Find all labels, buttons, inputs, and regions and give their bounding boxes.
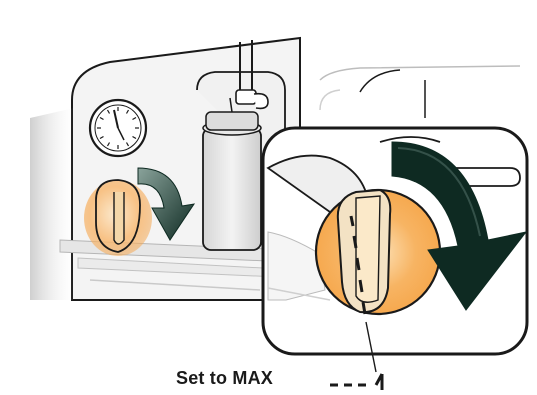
device-top-right <box>320 66 520 118</box>
pressure-gauge-icon <box>90 100 146 156</box>
small-control-knob-icon <box>84 180 152 256</box>
max-marker-legend-icon <box>328 372 390 392</box>
caption-set-to-max: Set to MAX <box>176 368 273 389</box>
